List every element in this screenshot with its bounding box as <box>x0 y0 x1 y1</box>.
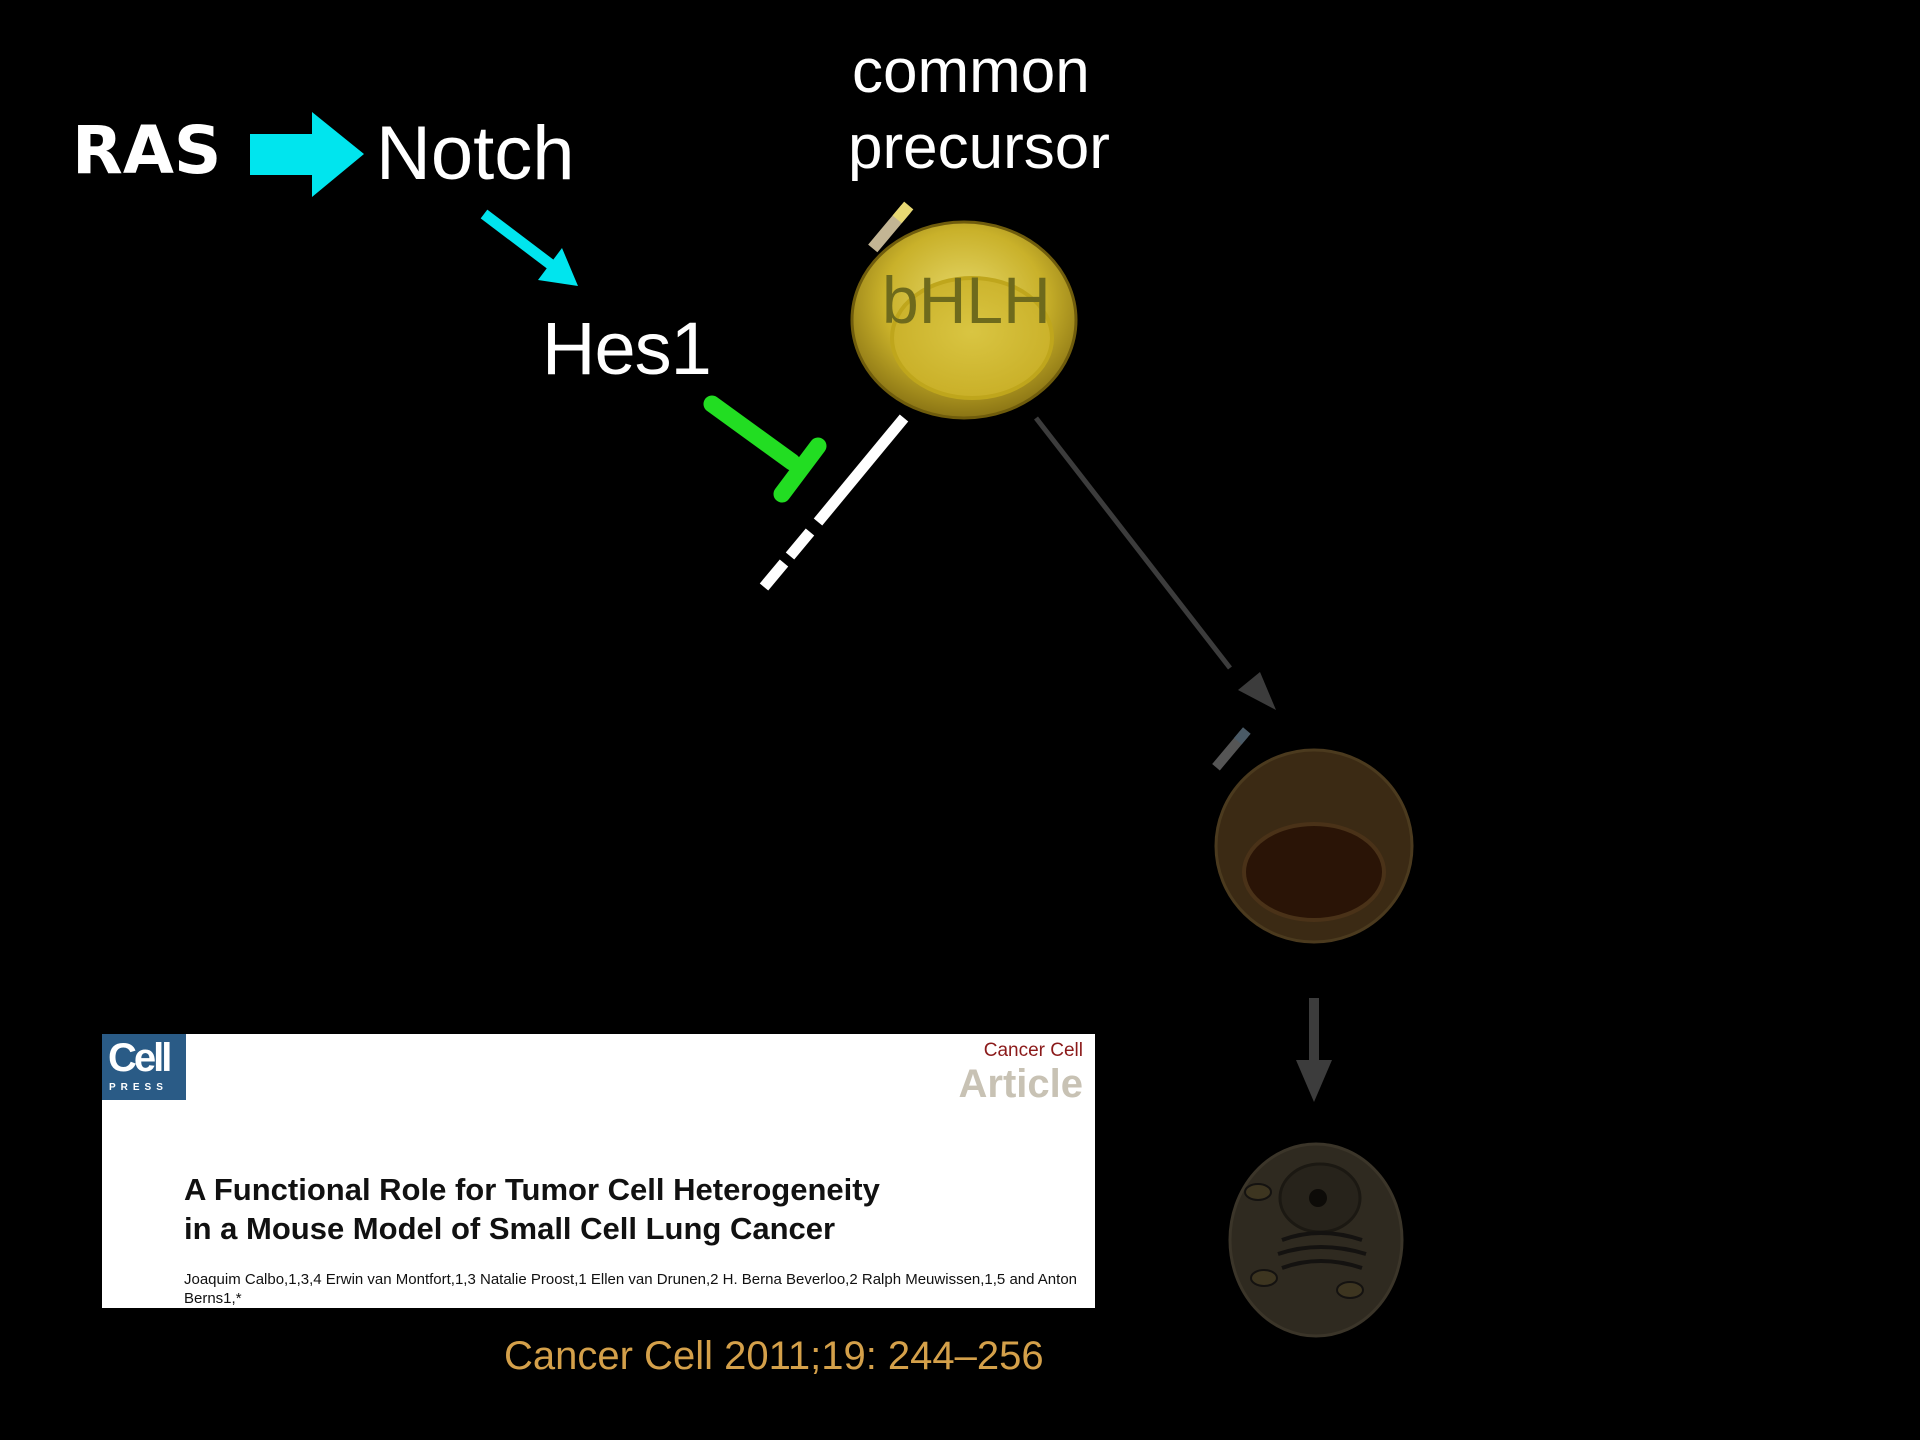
article-type: Article <box>958 1062 1084 1106</box>
notch-label: Notch <box>376 111 575 196</box>
intermediate-to-final-arrow <box>1296 998 1332 1102</box>
paper-title-line: A Functional Role for Tumor Cell Heterog… <box>184 1172 880 1207</box>
common-label: common <box>852 37 1090 106</box>
hes1-inhibition-bar <box>703 395 827 503</box>
paper-header-excerpt: Cell PRESS Cancer Cell Article A Functio… <box>102 1034 1095 1308</box>
precursor-label: precursor <box>848 113 1110 182</box>
cell-logo-word: Cell <box>108 1036 172 1080</box>
precursor-cell <box>850 201 1078 420</box>
bhlh-label: bHLH <box>882 263 1051 337</box>
paper-authors: Joaquim Calbo,1,3,4 Erwin van Montfort,1… <box>184 1271 1078 1307</box>
ras-notch-arrow <box>250 112 364 197</box>
hes1-label: Hes1 <box>542 307 712 390</box>
paper-title-line: in a Mouse Model of Small Cell Lung Canc… <box>184 1211 836 1246</box>
paper-title: A Functional Role for Tumor Cell Heterog… <box>184 1170 880 1248</box>
intermediate-cell <box>1212 727 1414 944</box>
cell-press-logo: Cell PRESS <box>102 1034 186 1100</box>
ras-label: RAS <box>72 112 222 189</box>
citation: Cancer Cell 2011;19: 244–256 <box>504 1334 1044 1378</box>
notch-hes1-arrow <box>480 209 578 286</box>
blocked-differentiation-path <box>759 414 909 591</box>
journal-name: Cancer Cell <box>983 1040 1083 1061</box>
differentiated-cell <box>1228 1142 1404 1338</box>
precursor-to-intermediate-arrow <box>1034 416 1276 710</box>
cell-logo-press: PRESS <box>109 1082 168 1093</box>
